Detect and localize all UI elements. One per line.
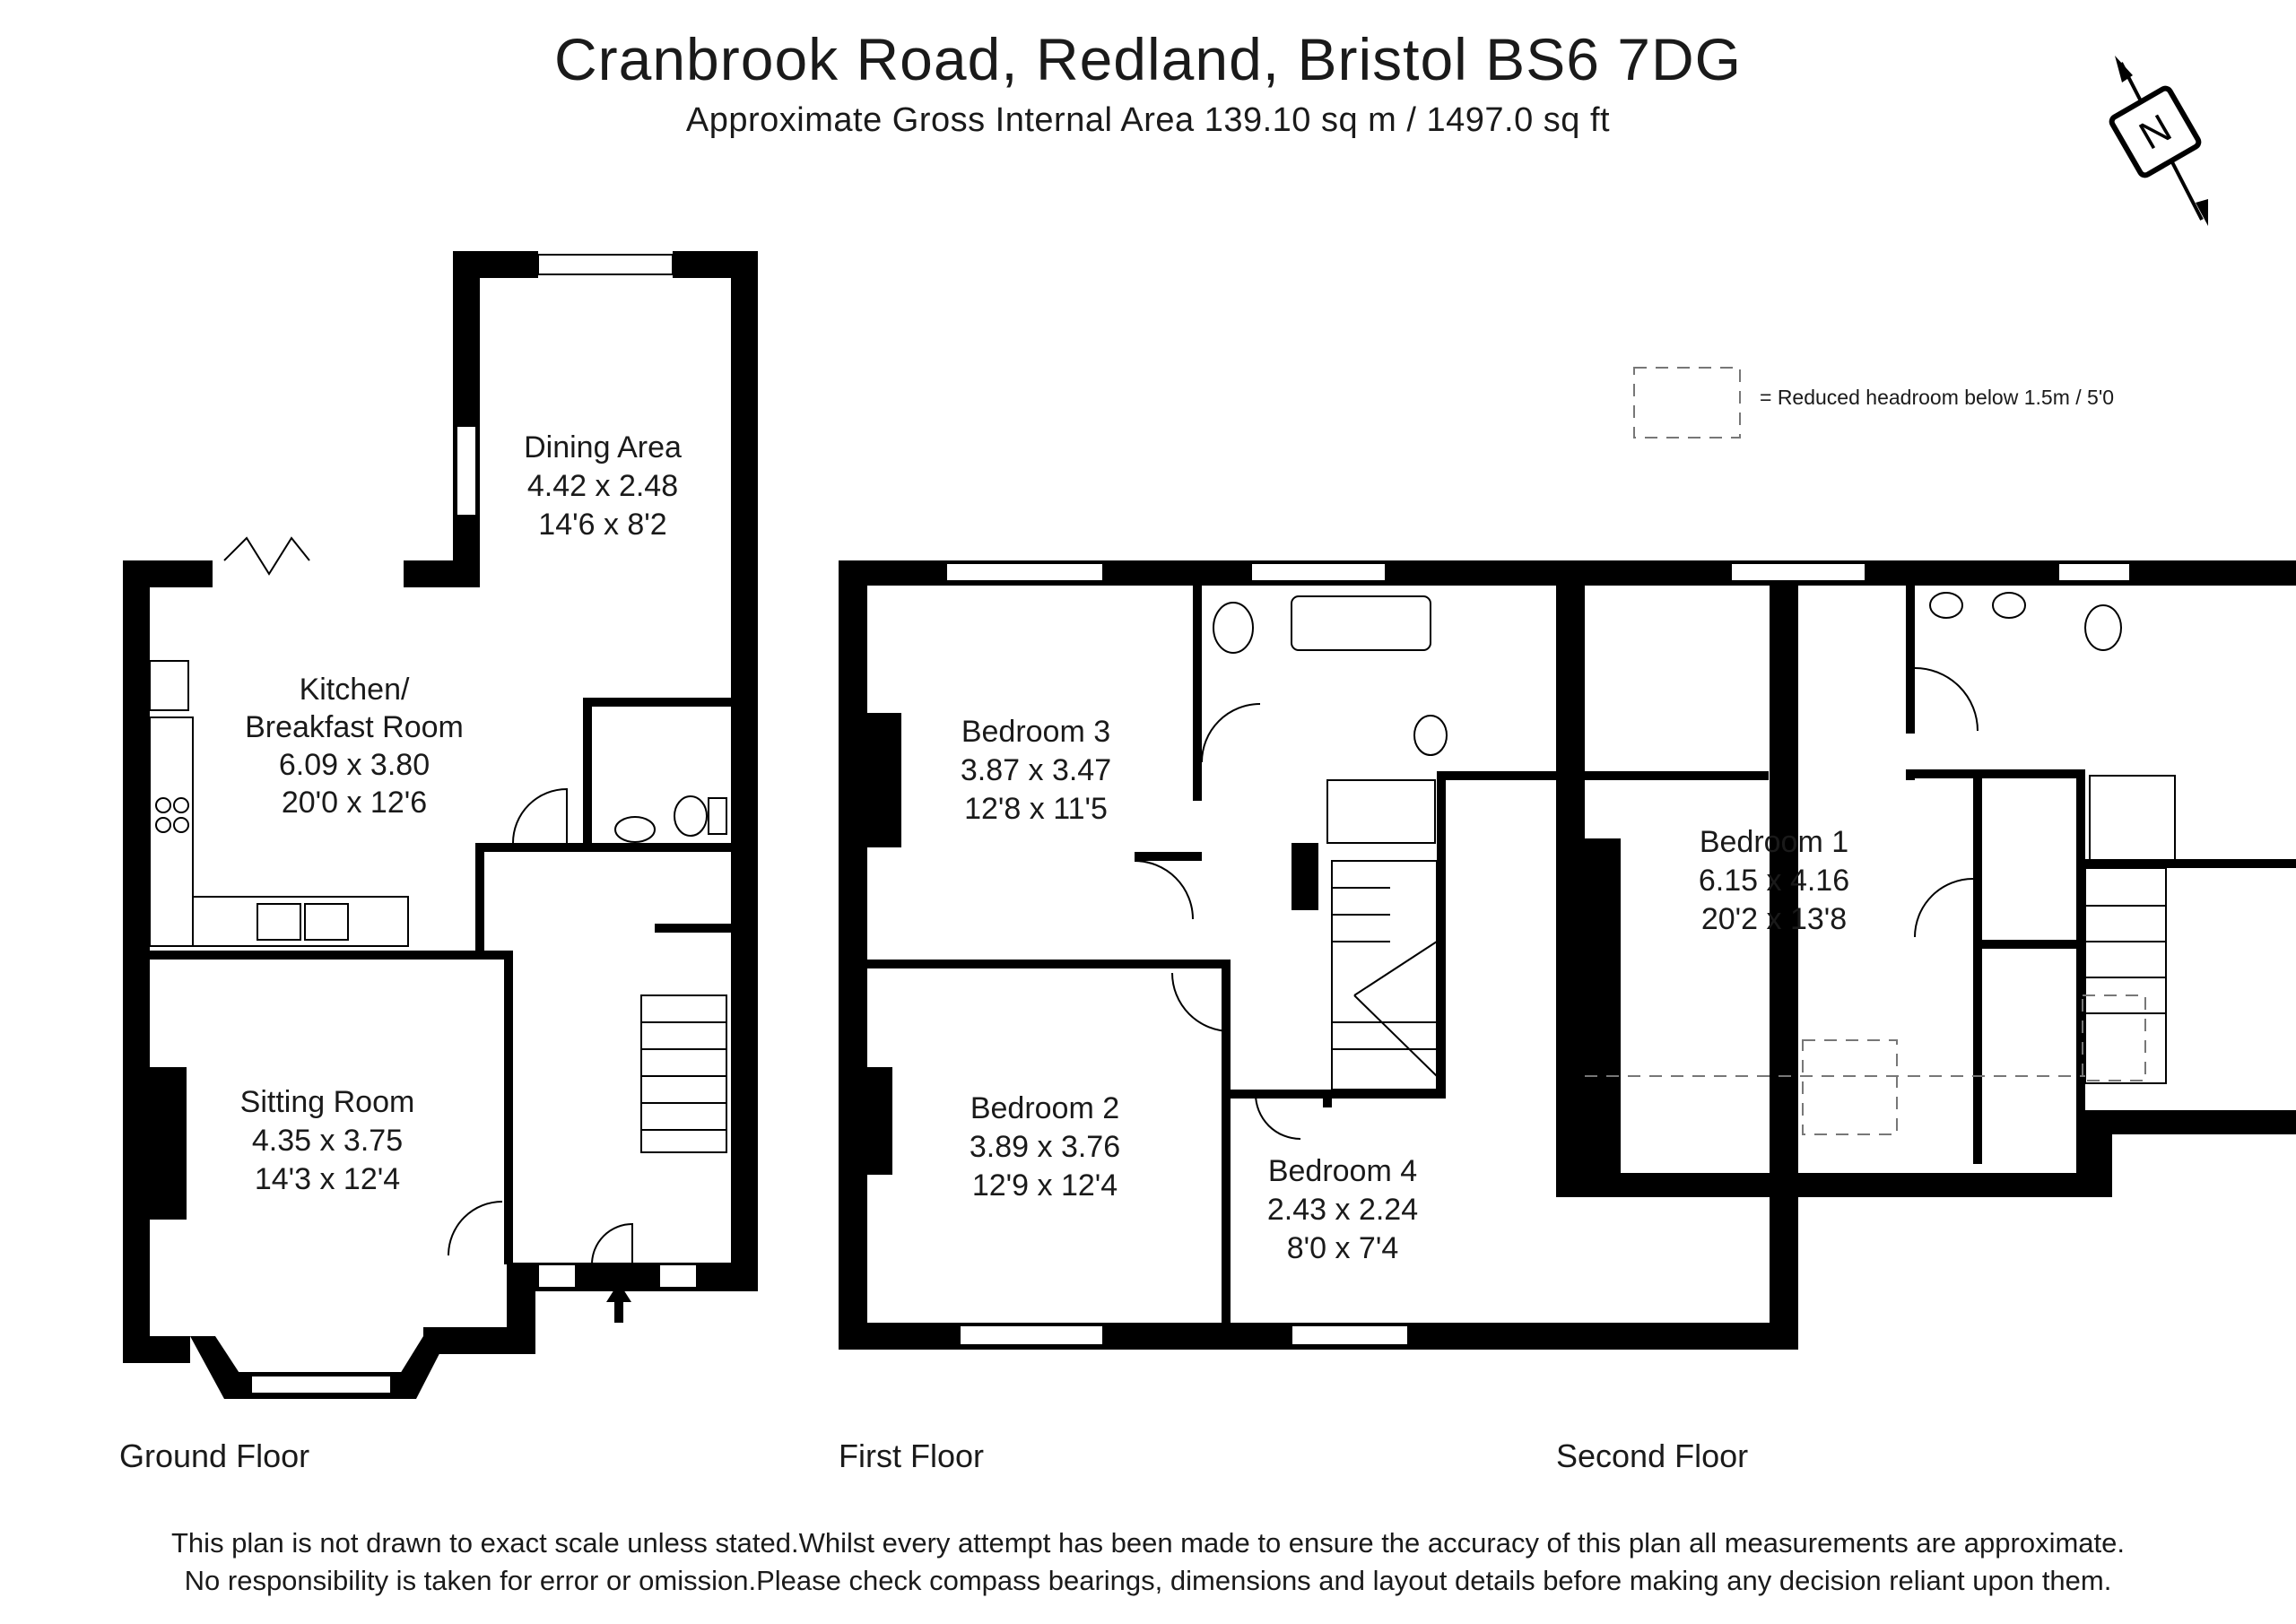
room-sitting-room: Sitting Room 4.35 x 3.75 14'3 x 12'4: [240, 1083, 415, 1199]
room-name: Bedroom 3: [961, 715, 1111, 749]
disclaimer-line-1: This plan is not drawn to exact scale un…: [171, 1527, 2125, 1559]
room-bedroom-1: Bedroom 1 6.15 x 4.16 20'2 x 13'8: [1699, 823, 1849, 939]
room-imperial: 20'2 x 13'8: [1700, 902, 1848, 936]
room-name: Bedroom 2: [970, 1091, 1120, 1125]
room-metric: 6.15 x 4.16: [1698, 864, 1850, 898]
second-floor-plan: [1556, 560, 2296, 1197]
room-imperial: 8'0 x 7'4: [1286, 1231, 1399, 1265]
room-metric: 6.09 x 3.80: [278, 748, 430, 782]
room-bedroom-3: Bedroom 3 3.87 x 3.47 12'8 x 11'5: [961, 713, 1111, 829]
room-metric: 3.87 x 3.47: [960, 753, 1112, 787]
room-imperial: 20'0 x 12'6: [281, 786, 428, 820]
room-name-line2: Breakfast Room: [245, 710, 464, 744]
room-imperial: 14'3 x 12'4: [254, 1162, 401, 1196]
room-kitchen-breakfast: Kitchen/ Breakfast Room 6.09 x 3.80 20'0…: [245, 671, 464, 821]
room-bedroom-4: Bedroom 4 2.43 x 2.24 8'0 x 7'4: [1267, 1152, 1418, 1268]
reduced-headroom-legend-box: [1633, 367, 1741, 439]
room-metric: 4.42 x 2.48: [526, 469, 679, 503]
ground-floor-plan: [123, 251, 758, 1399]
room-metric: 2.43 x 2.24: [1266, 1193, 1419, 1227]
first-floor-plan: [839, 560, 1798, 1350]
second-floor-label: Second Floor: [1556, 1437, 1749, 1474]
room-name: Sitting Room: [239, 1085, 415, 1119]
disclaimer-line-2: No responsibility is taken for error or …: [184, 1565, 2112, 1596]
gross-area-subtitle: Approximate Gross Internal Area 139.10 s…: [685, 101, 1611, 139]
room-metric: 4.35 x 3.75: [251, 1124, 404, 1158]
room-name: Bedroom 1: [1699, 825, 1849, 859]
room-imperial: 14'6 x 8'2: [538, 508, 667, 542]
room-imperial: 12'9 x 12'4: [971, 1168, 1118, 1203]
plan-title: Cranbrook Road, Redland, Bristol BS6 7DG: [554, 26, 1742, 92]
room-bedroom-2: Bedroom 2 3.89 x 3.76 12'9 x 12'4: [970, 1090, 1120, 1205]
reduced-headroom-legend: = Reduced headroom below 1.5m / 5'0: [1760, 386, 2114, 409]
north-compass-icon: N: [2109, 56, 2208, 226]
room-dining-area: Dining Area 4.42 x 2.48 14'6 x 8'2: [524, 429, 682, 544]
room-name-line1: Kitchen/: [299, 673, 410, 707]
room-name: Dining Area: [524, 430, 682, 465]
first-floor-label: First Floor: [839, 1437, 984, 1474]
room-imperial: 12'8 x 11'5: [964, 792, 1108, 826]
ground-floor-label: Ground Floor: [119, 1437, 310, 1474]
room-metric: 3.89 x 3.76: [969, 1130, 1121, 1164]
room-name: Bedroom 4: [1267, 1154, 1418, 1188]
